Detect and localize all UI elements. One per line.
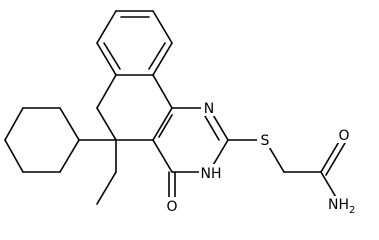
bond-c4a-c10b <box>152 107 173 141</box>
bond-benzene-2 <box>152 10 173 44</box>
bond-amide-o-1 <box>320 139 341 173</box>
bond-c10b-aryl <box>152 74 173 109</box>
atom-s: S <box>261 133 270 149</box>
bond-cyclohexyl-3 <box>4 107 24 141</box>
bond-c4a-c10b-inner <box>158 114 173 138</box>
bond-n1-c2-inner <box>204 115 220 141</box>
atom-nh2-symbol: NH <box>328 197 349 213</box>
atom-n1: N <box>204 101 214 117</box>
bond-amide-o-2 <box>325 142 346 176</box>
bond-benzene-5 <box>96 42 117 76</box>
bond-benzene-6 <box>96 10 117 44</box>
bond-ch2-aryl <box>96 74 117 109</box>
atom-labels: N NH S O O NH2 <box>164 99 361 216</box>
atom-o-ring: O <box>166 199 177 215</box>
bond-c4-c4a <box>152 139 173 173</box>
bonds <box>4 10 346 205</box>
atom-n3h: NH <box>201 166 222 182</box>
bond-cyclohexyl-1 <box>59 107 80 141</box>
bond-benzene-inner-2 <box>148 42 166 70</box>
atom-o-amide: O <box>338 128 349 144</box>
bond-ch2-quat <box>96 107 117 141</box>
atom-nh2-subscript: 2 <box>349 205 355 216</box>
bond-cyclohexyl-6 <box>59 139 80 173</box>
bond-benzene-3 <box>152 42 173 76</box>
bond-cyclohexyl-4 <box>4 139 24 173</box>
bond-benzene-inner-3 <box>103 42 121 70</box>
chemical-structure: N NH S O O NH2 <box>4 10 361 216</box>
bond-quat-ethyl-2 <box>96 171 117 205</box>
atom-nh2: NH2 <box>328 197 355 216</box>
